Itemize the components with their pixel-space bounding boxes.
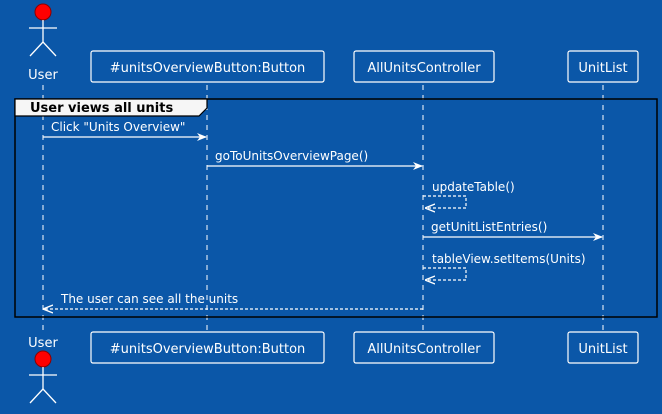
participant-unitlist-top: UnitList — [567, 50, 639, 83]
message-6: The user can see all the units — [44, 292, 423, 309]
message-label: Click "Units Overview" — [51, 120, 185, 134]
participant-box — [353, 50, 495, 83]
participant-button-bottom: #unitsOverviewButton:Button — [90, 331, 325, 364]
frame-title: User views all units — [30, 101, 173, 116]
participant-label: UnitList — [578, 61, 627, 76]
participant-controller-top: AllUnitsController — [353, 50, 495, 83]
actor-label: User — [28, 68, 58, 83]
messages: Click "Units Overview" goToUnitsOverviewP… — [43, 120, 603, 309]
actor-legs-icon — [29, 41, 57, 57]
message-label: getUnitListEntries() — [431, 220, 547, 234]
participant-button-top: #unitsOverviewButton:Button — [90, 50, 325, 83]
message-label: goToUnitsOverviewPage() — [215, 149, 368, 163]
interaction-frame: User views all units — [14, 98, 658, 318]
actor-user-bottom: User — [28, 336, 58, 404]
actor-legs-icon — [29, 388, 57, 404]
participant-box — [567, 50, 639, 83]
message-3: updateTable() — [423, 180, 515, 208]
message-1: Click "Units Overview" — [43, 120, 207, 141]
participant-controller-bottom: AllUnitsController — [353, 331, 495, 364]
message-4: getUnitListEntries() — [423, 220, 603, 241]
self-message-arrow — [423, 195, 467, 208]
participants-bottom: User #unitsOverviewButton:Button AllUnitsC… — [28, 331, 639, 404]
participant-label: UnitList — [578, 342, 627, 357]
participant-label: AllUnitsController — [367, 61, 481, 76]
participant-label: #unitsOverviewButton:Button — [110, 342, 306, 357]
participant-label: #unitsOverviewButton:Button — [110, 61, 306, 76]
frame-border — [14, 98, 658, 318]
actor-head-icon — [34, 3, 52, 21]
participant-box — [90, 331, 325, 364]
frame-tab — [14, 98, 208, 117]
message-5: tableView.setItems(Units) — [423, 252, 586, 280]
message-label: The user can see all the units — [60, 292, 238, 306]
actor-label: User — [28, 336, 58, 351]
participant-box — [353, 331, 495, 364]
lifelines — [42, 85, 604, 330]
message-label: updateTable() — [432, 180, 515, 194]
participants-top: User #unitsOverviewButton:Button AllUnitsC… — [28, 3, 639, 83]
actor-user-top: User — [28, 3, 58, 83]
self-message-arrow — [423, 267, 467, 280]
participant-unitlist-bottom: UnitList — [567, 331, 639, 364]
message-label: tableView.setItems(Units) — [432, 252, 586, 266]
participant-label: AllUnitsController — [367, 342, 481, 357]
message-2: goToUnitsOverviewPage() — [207, 149, 423, 170]
participant-box — [90, 50, 325, 83]
participant-box — [567, 331, 639, 364]
actor-head-icon — [34, 350, 52, 368]
